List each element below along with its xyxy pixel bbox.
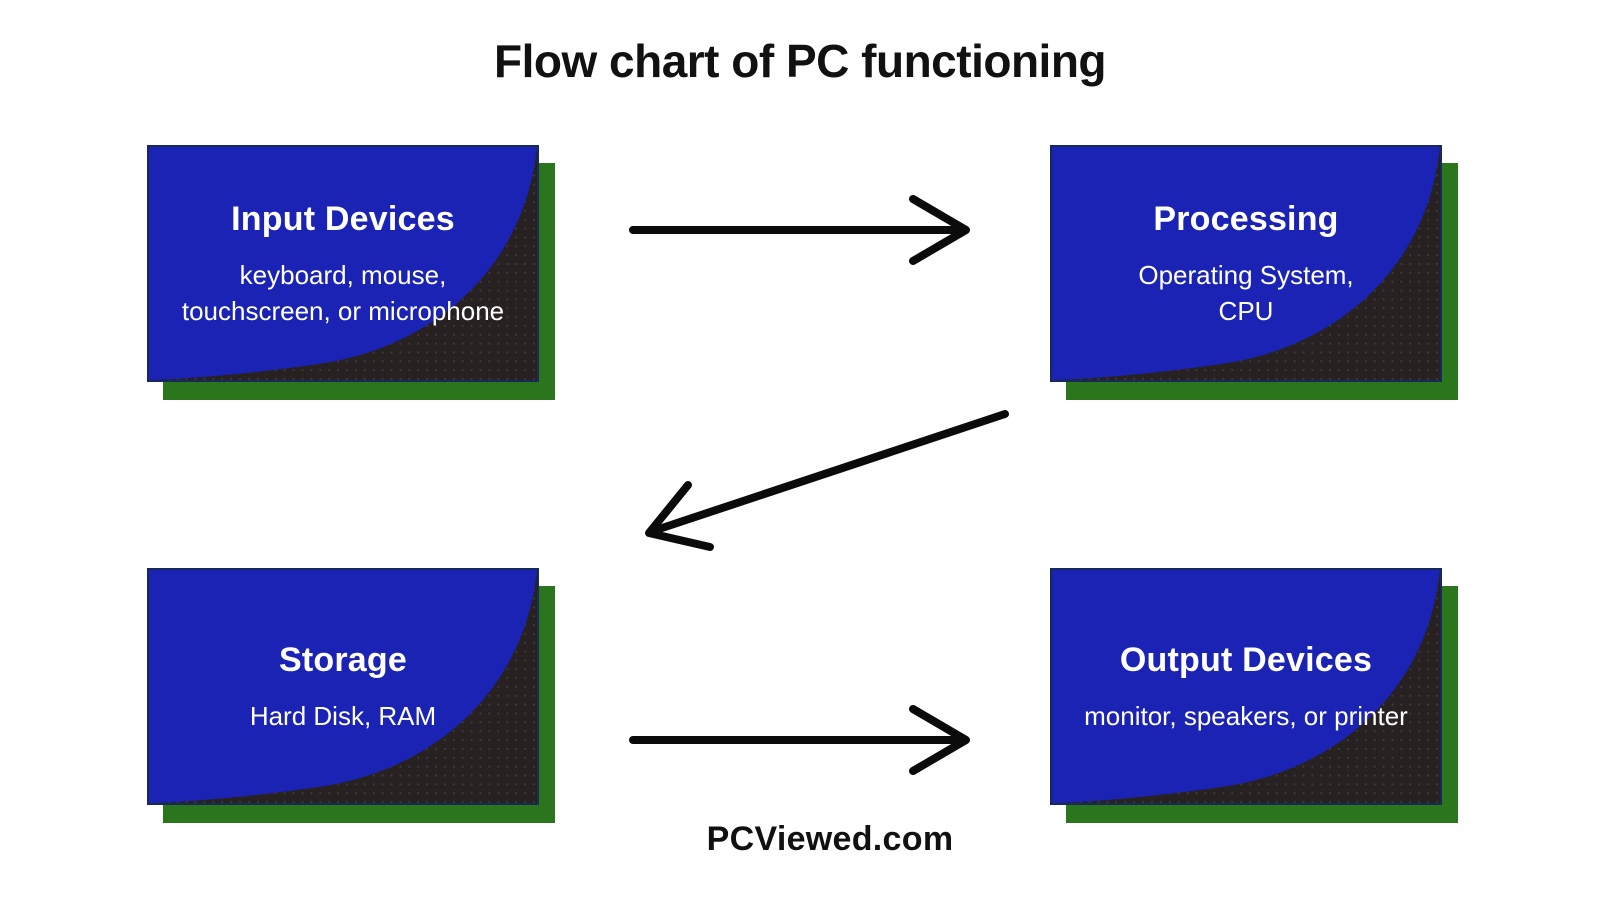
watermark-text: PCViewed.com bbox=[706, 820, 954, 858]
node-output-devices: Output Devices monitor, speakers, or pri… bbox=[1050, 568, 1458, 823]
swoosh-dot-texture bbox=[1052, 147, 1440, 380]
arrow-storage-to-output-icon bbox=[629, 705, 970, 775]
node-card: Output Devices monitor, speakers, or pri… bbox=[1050, 568, 1442, 805]
node-subtitle: Operating System, CPU bbox=[1138, 259, 1354, 326]
node-title: Storage bbox=[279, 640, 407, 679]
node-subtitle: keyboard, mouse, touchscreen, or microph… bbox=[181, 259, 505, 326]
node-storage: Storage Hard Disk, RAM bbox=[147, 568, 555, 823]
card-content: Processing Operating System, CPU bbox=[1052, 147, 1440, 380]
node-card: Processing Operating System, CPU bbox=[1050, 145, 1442, 382]
card-swoosh-decoration bbox=[1052, 570, 1440, 803]
node-processing: Processing Operating System, CPU bbox=[1050, 145, 1458, 400]
arrow-input-to-processing-icon bbox=[629, 195, 970, 265]
node-subtitle: Hard Disk, RAM bbox=[249, 700, 437, 731]
card-swoosh-decoration bbox=[149, 570, 537, 803]
swoosh-dot-texture bbox=[149, 147, 537, 380]
card-content: Storage Hard Disk, RAM bbox=[149, 570, 537, 803]
node-card: Input Devices keyboard, mouse, touchscre… bbox=[147, 145, 539, 382]
card-swoosh-decoration bbox=[1052, 147, 1440, 380]
node-input-devices: Input Devices keyboard, mouse, touchscre… bbox=[147, 145, 555, 400]
arrow-shaft bbox=[652, 410, 1009, 534]
arrow-processing-to-storage-icon bbox=[645, 410, 1009, 551]
arrow-head bbox=[909, 195, 970, 265]
node-title: Input Devices bbox=[231, 199, 455, 238]
swoosh-dot-texture bbox=[149, 570, 537, 803]
node-title: Output Devices bbox=[1119, 640, 1373, 679]
card-content: Input Devices keyboard, mouse, touchscre… bbox=[149, 147, 537, 380]
page-title: Flow chart of PC functioning bbox=[493, 35, 1107, 87]
arrow-head bbox=[909, 705, 970, 775]
card-content: Output Devices monitor, speakers, or pri… bbox=[1052, 570, 1440, 803]
node-subtitle: monitor, speakers, or printer bbox=[1084, 700, 1408, 731]
node-card: Storage Hard Disk, RAM bbox=[147, 568, 539, 805]
node-title: Processing bbox=[1153, 199, 1339, 238]
card-swoosh-decoration bbox=[149, 147, 537, 380]
arrow-head bbox=[645, 481, 714, 551]
swoosh-dot-texture bbox=[1052, 570, 1440, 803]
